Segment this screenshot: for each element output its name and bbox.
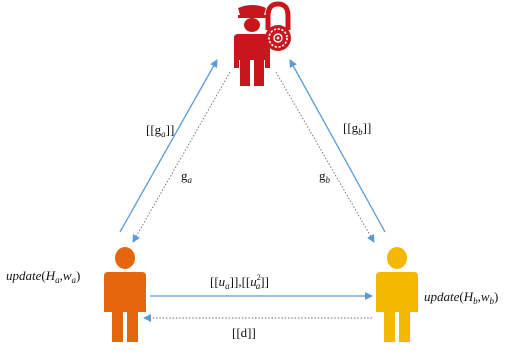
label-party-b-update: update(Hb,wb) — [424, 289, 498, 306]
arrow-server-to-a — [132, 71, 231, 243]
label-party-a-update: update(Ha,wa) — [6, 268, 80, 285]
label-b-to-server: [[gb]] — [343, 120, 371, 137]
arrow-server-to-b — [275, 71, 375, 243]
arrow-a-to-server — [119, 59, 218, 233]
party-a-node — [104, 247, 146, 342]
label-server-to-a: ga — [181, 168, 193, 185]
server-node — [234, 1, 291, 86]
party-b-node — [376, 247, 418, 342]
police-officer-icon — [234, 5, 270, 86]
label-a-to-server: [[ga]] — [146, 122, 174, 139]
person-icon — [104, 247, 146, 342]
lock-icon — [265, 1, 291, 51]
label-server-to-b: gb — [319, 168, 331, 185]
arrow-b-to-server — [289, 59, 386, 233]
person-icon — [376, 247, 418, 342]
label-b-to-a: [[d]] — [232, 325, 256, 340]
